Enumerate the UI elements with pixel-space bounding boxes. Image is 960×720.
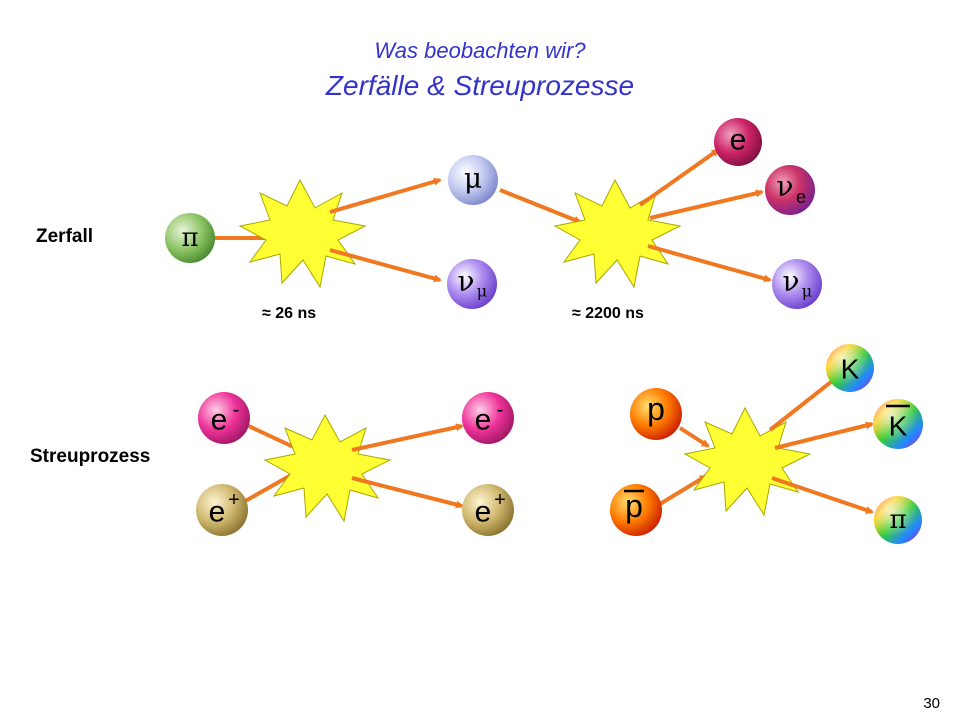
electron-neutrino-particle: ν e (765, 165, 815, 215)
positron-out-charge: + (494, 489, 506, 511)
nu-subscript-mu-2: μ (802, 282, 812, 301)
arrow-to-nue (649, 189, 764, 220)
electron-out-particle: e - (462, 392, 514, 444)
nu-symbol: ν (457, 265, 474, 298)
title-line-1: Was beobachten wir? (374, 38, 586, 63)
antikaon-symbol: K (889, 411, 908, 442)
positron-in-charge: + (228, 489, 240, 511)
pion-final-particle: π (874, 496, 922, 544)
arrow-to-muon (329, 177, 442, 214)
arrow-antiproton-in (658, 474, 708, 506)
nu-e-subscript: e (796, 187, 806, 207)
explosion-star-pion (238, 178, 367, 289)
nu-subscript-mu: μ (477, 282, 487, 301)
arrow-to-electron (638, 148, 720, 207)
electron-out-charge: - (497, 399, 504, 421)
muon-symbol: μ (464, 162, 482, 195)
muon-neutrino-particle-1: ν μ (447, 259, 497, 309)
pion-particle: π (165, 213, 215, 263)
pion-final-symbol: π (889, 505, 906, 535)
positron-in-symbol: e (209, 496, 226, 529)
positron-out-symbol: e (475, 496, 492, 529)
electron-out-symbol: e (475, 404, 492, 437)
positron-out-particle: e + (462, 484, 514, 536)
scattering-label: Streuprozess (30, 446, 151, 467)
decay-label: Zerfall (36, 226, 94, 247)
positron-in-particle: e + (196, 484, 248, 536)
arrow-eminus-out (351, 423, 464, 452)
pion-lifetime: ≈ 26 ns (262, 305, 316, 322)
muon-neutrino-particle-2: ν μ (772, 259, 822, 309)
kaon-particle: K (826, 344, 874, 392)
arrow-to-kaon (768, 376, 838, 432)
nu-symbol-2: ν (782, 265, 799, 298)
electron-in-charge: - (233, 399, 240, 421)
explosion-star-pp (683, 406, 812, 517)
arrow-to-numu-2 (647, 244, 772, 283)
arrow-to-antikaon (774, 421, 874, 450)
arrow-to-numu-1 (329, 248, 442, 283)
arrow-eminus-in (239, 420, 302, 452)
antiproton-particle: p (610, 484, 662, 536)
explosion-star-muon (553, 178, 682, 289)
arrow-proton-in (678, 426, 710, 448)
title-line-2: Zerfälle & Streuprozesse (325, 70, 635, 101)
arrow-muon-in (499, 188, 582, 224)
proton-particle: p (630, 388, 682, 440)
electron-in-symbol: e (211, 404, 228, 437)
muon-particle: μ (448, 155, 498, 205)
kaon-symbol: K (841, 354, 860, 385)
nu-e-symbol: ν (776, 170, 793, 203)
pion-symbol: π (181, 223, 198, 253)
antiproton-symbol: p (625, 488, 643, 524)
electron-particle: e (714, 118, 762, 166)
explosion-star-ee (263, 413, 392, 523)
page-number: 30 (923, 695, 940, 712)
muon-lifetime: ≈ 2200 ns (572, 305, 644, 322)
arrow-eplus-out (351, 476, 464, 509)
electron-symbol: e (730, 124, 747, 157)
antikaon-particle: K (873, 399, 923, 449)
electron-in-particle: e - (198, 392, 250, 444)
arrow-to-pion-final (771, 476, 874, 514)
proton-symbol: p (647, 391, 665, 427)
